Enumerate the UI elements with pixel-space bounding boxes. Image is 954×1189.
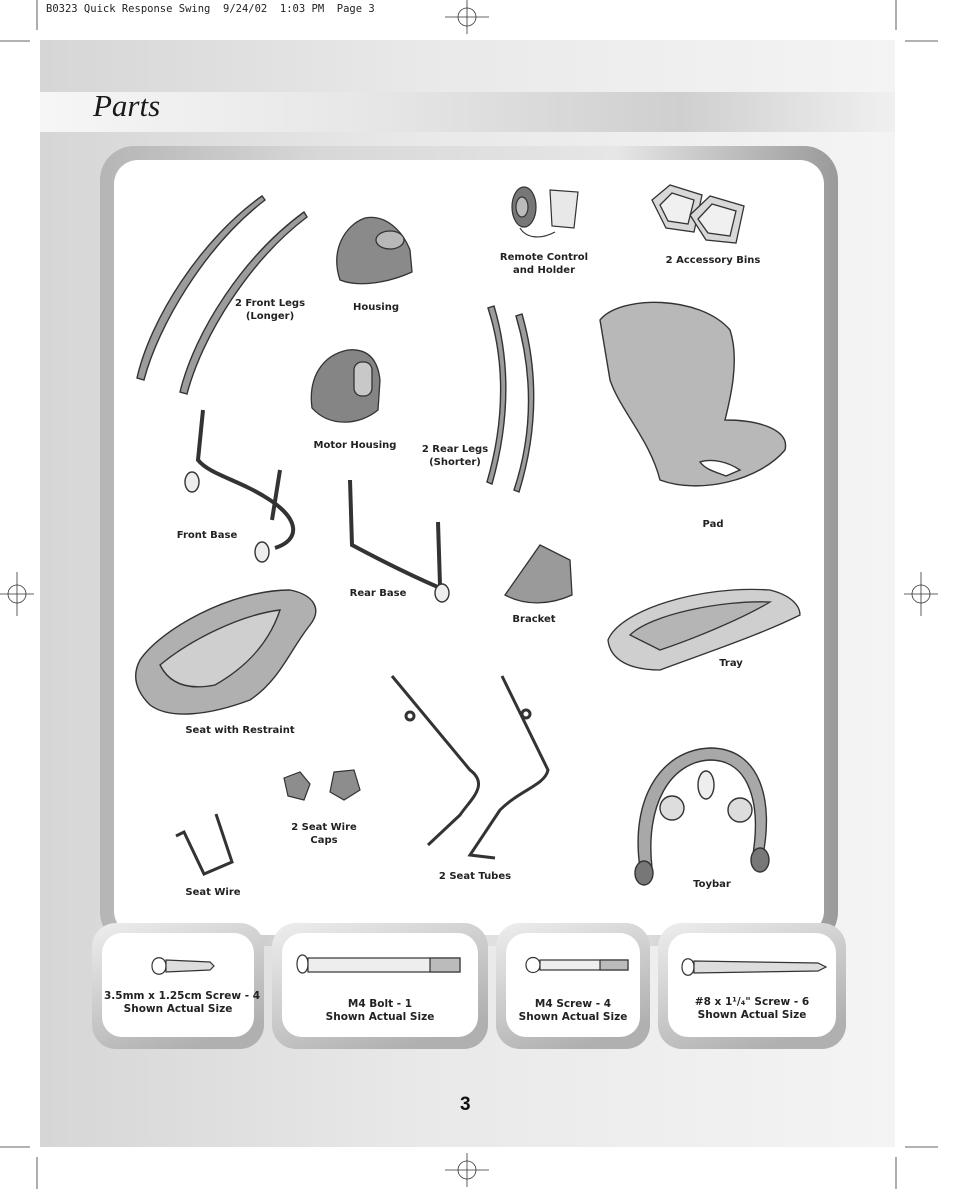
- print-slug: B0323 Quick Response Swing 9/24/02 1:03 …: [46, 3, 375, 15]
- part-label-front-legs: 2 Front Legs (Longer): [234, 298, 306, 322]
- hardware-label-m4-bolt: M4 Bolt - 1 Shown Actual Size: [325, 998, 435, 1023]
- part-label-seat-wire-caps: 2 Seat Wire Caps: [291, 822, 357, 846]
- part-label-bracket: Bracket: [512, 614, 556, 625]
- remote-illustration: [511, 186, 579, 238]
- accessory-bins-illustration: [651, 184, 745, 244]
- part-label-seat-tubes: 2 Seat Tubes: [438, 871, 512, 882]
- part-label-rear-legs: 2 Rear Legs (Shorter): [421, 444, 489, 468]
- hardware-box-3: [506, 933, 640, 1037]
- seat-tubes-illustration: [390, 675, 550, 860]
- hardware-box-2: [282, 933, 478, 1037]
- part-label-front-base: Front Base: [176, 530, 238, 541]
- front-base-illustration: [184, 409, 296, 563]
- hardware-box-1: [102, 933, 254, 1037]
- part-label-pad: Pad: [702, 519, 724, 530]
- housing-illustration: [336, 216, 413, 285]
- part-label-remote: Remote Control and Holder: [499, 252, 589, 276]
- hardware-label-screw-35mm: 3.5mm x 1.25cm Screw - 4 Shown Actual Si…: [104, 990, 260, 1015]
- page-title: Parts: [93, 88, 161, 123]
- seat-wire-caps-illustration: [283, 769, 361, 801]
- front-legs-illustration: [136, 195, 308, 395]
- part-label-accessory-bins: 2 Accessory Bins: [665, 255, 761, 266]
- part-label-seat: Seat with Restraint: [185, 725, 295, 736]
- part-label-housing: Housing: [352, 302, 399, 313]
- part-label-rear-base: Rear Base: [349, 588, 407, 599]
- part-label-motor-housing: Motor Housing: [313, 440, 397, 451]
- title-band: [40, 92, 895, 132]
- motor-housing-illustration: [310, 349, 381, 423]
- part-label-tray: Tray: [719, 658, 743, 669]
- rear-legs-illustration: [486, 305, 535, 493]
- toybar-illustration: [634, 747, 770, 886]
- hardware-box-4: [668, 933, 836, 1037]
- pad-illustration: [599, 301, 787, 487]
- part-label-seat-wire: Seat Wire: [185, 887, 241, 898]
- bracket-illustration: [504, 544, 573, 604]
- hardware-label-8-screw: #8 x 1¹/₄" Screw - 6 Shown Actual Size: [694, 996, 810, 1021]
- rear-base-illustration: [348, 479, 450, 603]
- hardware-label-m4-screw: M4 Screw - 4 Shown Actual Size: [518, 998, 628, 1023]
- seat-wire-illustration: [175, 813, 234, 876]
- tray-illustration: [607, 588, 801, 671]
- part-label-toybar: Toybar: [693, 879, 731, 890]
- page-number: 3: [460, 1094, 471, 1115]
- seat-illustration: [134, 589, 317, 715]
